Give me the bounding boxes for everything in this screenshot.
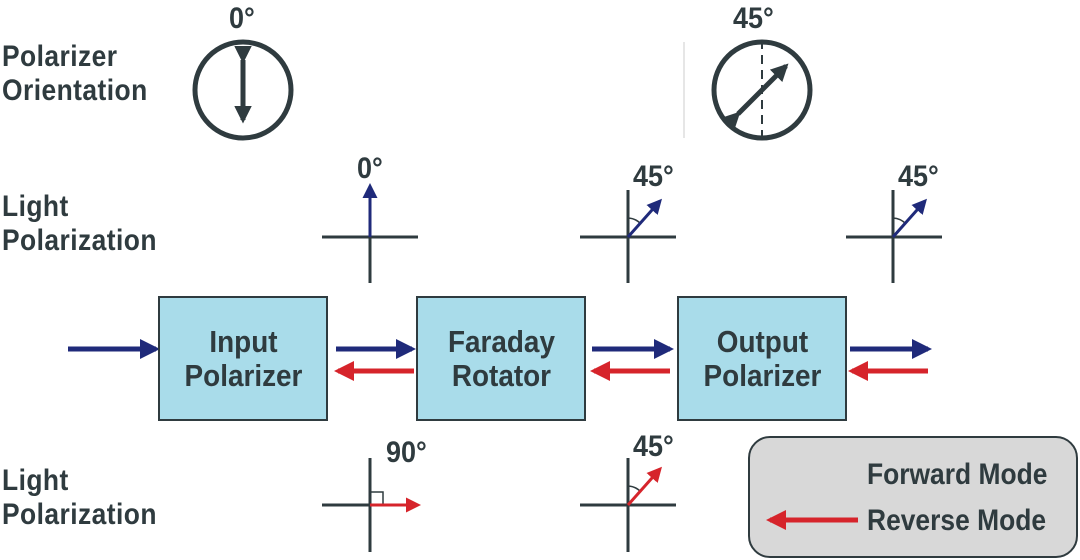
box-label-line: Polarizer bbox=[703, 357, 821, 393]
legend-box: Forward Mode Reverse Mode bbox=[748, 436, 1078, 558]
polarization-vector-45deg bbox=[891, 198, 927, 238]
forward-polarization-axes-3 bbox=[846, 190, 942, 283]
forward-angle-after-output: 45° bbox=[898, 160, 939, 193]
forward-angle-after-input: 0° bbox=[357, 152, 383, 185]
input-polarizer-box: Input Polarizer bbox=[158, 296, 328, 421]
legend-reverse-arrow-svg bbox=[766, 510, 858, 530]
legend-forward-label: Forward Mode bbox=[867, 458, 1048, 491]
box-label-line: Output bbox=[716, 323, 808, 359]
box-label-line: Input bbox=[208, 323, 278, 359]
row-label-line: Orientation bbox=[2, 74, 148, 107]
box-label-line: Polarizer bbox=[184, 357, 302, 393]
forward-polarization-axes-2 bbox=[580, 190, 676, 283]
row-label-light-polarization-reverse: Light Polarization bbox=[2, 464, 157, 532]
reverse-angle-after-rotator: 90° bbox=[386, 436, 427, 469]
reverse-polarization-axes-2 bbox=[580, 458, 676, 552]
row-label-line: Light bbox=[2, 464, 69, 497]
forward-polarization-axes-1 bbox=[322, 183, 418, 283]
legend-reverse-label: Reverse Mode bbox=[867, 504, 1047, 537]
row-label-line: Polarization bbox=[2, 224, 157, 257]
input-orientation-angle: 0° bbox=[229, 2, 255, 35]
polarization-vector-45deg bbox=[626, 198, 662, 238]
box-label-line: Faraday bbox=[447, 323, 555, 359]
row-label-line: Polarization bbox=[2, 498, 157, 531]
reverse-polarization-axes-1 bbox=[322, 458, 421, 552]
row-label-line: Light bbox=[2, 190, 69, 223]
input-orientation-circle bbox=[192, 39, 294, 141]
row-label-line: Polarizer bbox=[2, 40, 118, 73]
row-label-light-polarization-forward: Light Polarization bbox=[2, 190, 157, 258]
output-polarizer-box: Output Polarizer bbox=[677, 296, 847, 421]
box-label-line: Rotator bbox=[451, 357, 551, 393]
polarization-vector-45deg bbox=[626, 466, 662, 506]
forward-angle-after-rotator: 45° bbox=[633, 160, 674, 193]
faraday-rotator-box: Faraday Rotator bbox=[416, 296, 586, 421]
output-orientation-angle: 45° bbox=[733, 2, 774, 35]
row-label-polarizer-orientation: Polarizer Orientation bbox=[2, 40, 148, 108]
reverse-angle-after-output: 45° bbox=[633, 430, 674, 463]
output-orientation-circle bbox=[711, 39, 813, 141]
